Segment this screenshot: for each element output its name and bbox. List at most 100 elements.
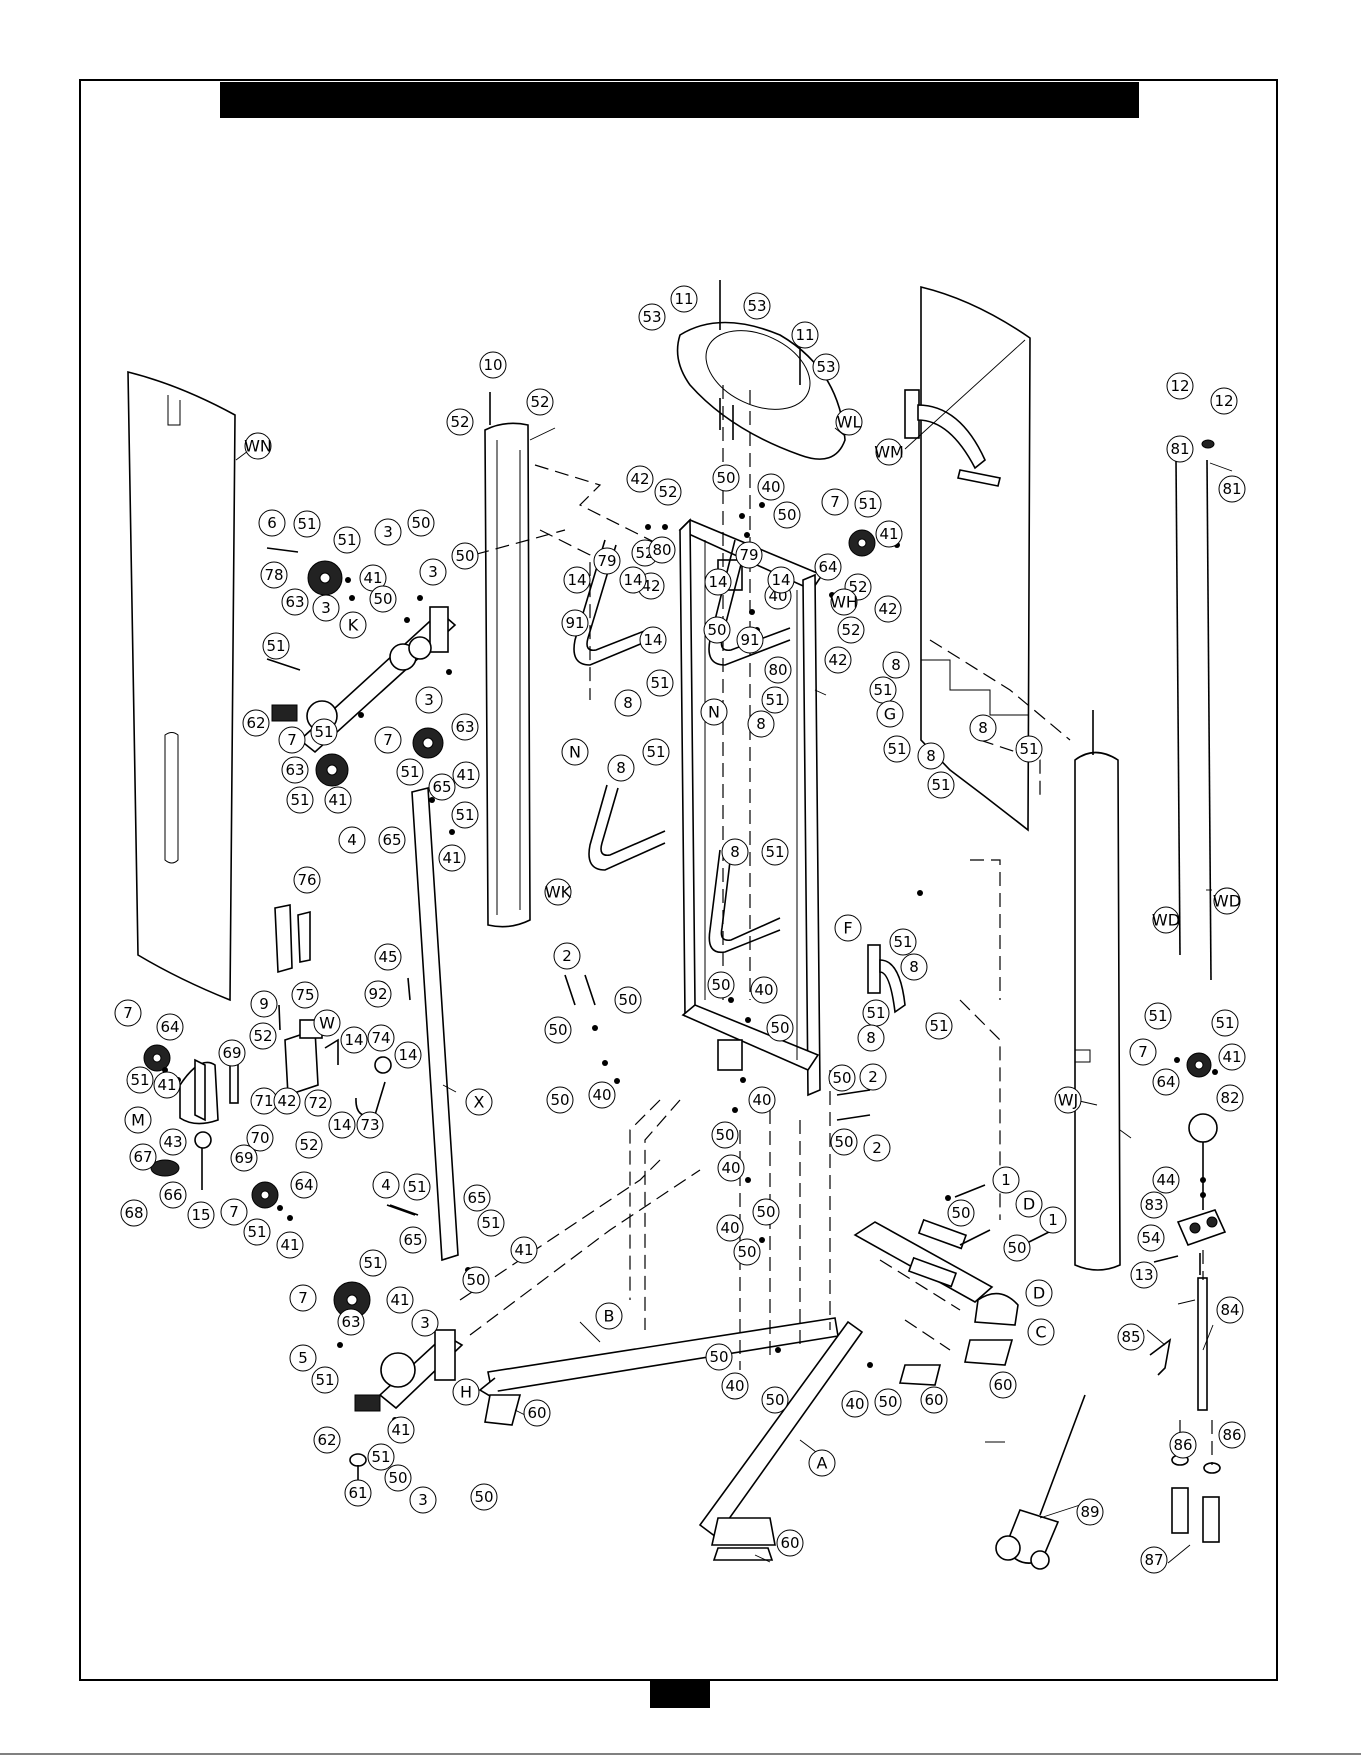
callout-text: D: [1023, 1195, 1035, 1214]
callout-text: 69: [234, 1149, 253, 1167]
callout-text: 41: [442, 849, 461, 867]
callout-circle: [626, 465, 654, 493]
callout-text: 51: [1019, 740, 1038, 758]
callout-text: WD: [1213, 892, 1241, 911]
callout-text: 8: [866, 1029, 876, 1047]
part-callout-40: 40: [716, 1214, 744, 1242]
part-callout-69: 69: [218, 1039, 246, 1067]
assembly-callout-w: W: [313, 1009, 341, 1037]
part-callout-53: 53: [812, 353, 840, 381]
callout-text: 92: [368, 985, 387, 1003]
part-callout-51: 51: [262, 632, 290, 660]
callout-circle: [258, 509, 286, 537]
part-callout-79: 79: [593, 547, 621, 575]
part-callout-50: 50: [1003, 1234, 1031, 1262]
part-callout-92: 92: [364, 980, 392, 1008]
callout-circle: [824, 646, 852, 674]
assembly-callout-wm: WM: [874, 438, 904, 466]
part-callout-11: 11: [791, 321, 819, 349]
callout-text: 72: [308, 1094, 327, 1112]
callout-circle: [312, 594, 340, 622]
callout-text: WM: [874, 443, 904, 462]
part-callout-50: 50: [828, 1064, 856, 1092]
callout-text: 52: [299, 1136, 318, 1154]
callout-text: 51: [130, 1071, 149, 1089]
callout-circle: [1117, 1323, 1145, 1351]
part-callout-51: 51: [396, 758, 424, 786]
callout-text: 2: [872, 1139, 882, 1157]
callout-circle: [289, 1344, 317, 1372]
assembly-callout-wj: WJ: [1054, 1086, 1082, 1114]
part-callout-63: 63: [281, 588, 309, 616]
part-callout-51: 51: [883, 735, 911, 763]
part-callout-14: 14: [639, 626, 667, 654]
callout-circle: [874, 595, 902, 623]
part-callout-7: 7: [114, 999, 142, 1027]
callout-text: 50: [711, 976, 730, 994]
callout-text: 61: [348, 1484, 367, 1502]
callout-text: 9: [259, 995, 269, 1013]
callout-circle: [761, 838, 789, 866]
callout-circle: [854, 490, 882, 518]
part-callout-81: 81: [1166, 435, 1194, 463]
part-callout-3: 3: [415, 686, 443, 714]
callout-circle: [313, 1009, 341, 1037]
callout-text: 13: [1134, 1266, 1153, 1284]
callout-text: 50: [618, 991, 637, 1009]
part-callout-4: 4: [372, 1171, 400, 1199]
part-callout-42: 42: [874, 595, 902, 623]
callout-circle: [1144, 1002, 1172, 1030]
callout-circle: [642, 738, 670, 766]
callout-circle: [767, 566, 795, 594]
shroud-left-wn: [127, 370, 236, 1002]
part-callout-3: 3: [374, 518, 402, 546]
callout-circle: [510, 1236, 538, 1264]
callout-circle: [324, 786, 352, 814]
callout-circle: [1211, 1009, 1239, 1037]
callout-text: 15: [191, 1206, 210, 1224]
callout-text: 7: [298, 1289, 308, 1307]
callout-text: 41: [514, 1241, 533, 1259]
part-callout-74: 74: [367, 1024, 395, 1052]
callout-circle: [614, 986, 642, 1014]
part-callout-41: 41: [386, 1286, 414, 1314]
assembly-callout-n: N: [561, 738, 589, 766]
bracket-f: [867, 944, 906, 1014]
callout-circle: [218, 1039, 246, 1067]
part-callout-51: 51: [286, 786, 314, 814]
callout-circle: [588, 1081, 616, 1109]
callout-text: 50: [737, 1243, 756, 1261]
callout-text: 51: [929, 1017, 948, 1035]
callout-circle: [766, 1014, 794, 1042]
part-callout-78: 78: [260, 561, 288, 589]
callout-circle: [812, 353, 840, 381]
callout-circle: [463, 1184, 491, 1212]
callout-circle: [356, 1111, 384, 1139]
part-callout-41: 41: [1218, 1043, 1246, 1071]
part-callout-50: 50: [546, 1086, 574, 1114]
callout-circle: [337, 1308, 365, 1336]
part-callout-12: 12: [1166, 372, 1194, 400]
bracket-w: [284, 1019, 339, 1097]
part-callout-51: 51: [243, 1218, 271, 1246]
callout-circle: [273, 1087, 301, 1115]
callout-circle: [889, 928, 917, 956]
callout-text: 43: [163, 1133, 182, 1151]
part-callout-40: 40: [721, 1372, 749, 1400]
callout-text: 86: [1222, 1426, 1241, 1444]
part-callout-42: 42: [273, 1087, 301, 1115]
part-callout-41: 41: [276, 1231, 304, 1259]
callout-circle: [339, 611, 367, 639]
part-callout-3: 3: [411, 1309, 439, 1337]
callout-circle: [593, 547, 621, 575]
callout-text: 14: [708, 573, 727, 591]
callout-circle: [120, 1199, 148, 1227]
part-callout-50: 50: [451, 542, 479, 570]
callout-text: 40: [720, 1219, 739, 1237]
assembly-callout-g: G: [876, 700, 904, 728]
callout-text: G: [884, 705, 896, 724]
callout-circle: [1140, 1191, 1168, 1219]
part-callout-5: 5: [289, 1344, 317, 1372]
part-callout-40: 40: [588, 1081, 616, 1109]
callout-circle: [654, 478, 682, 506]
